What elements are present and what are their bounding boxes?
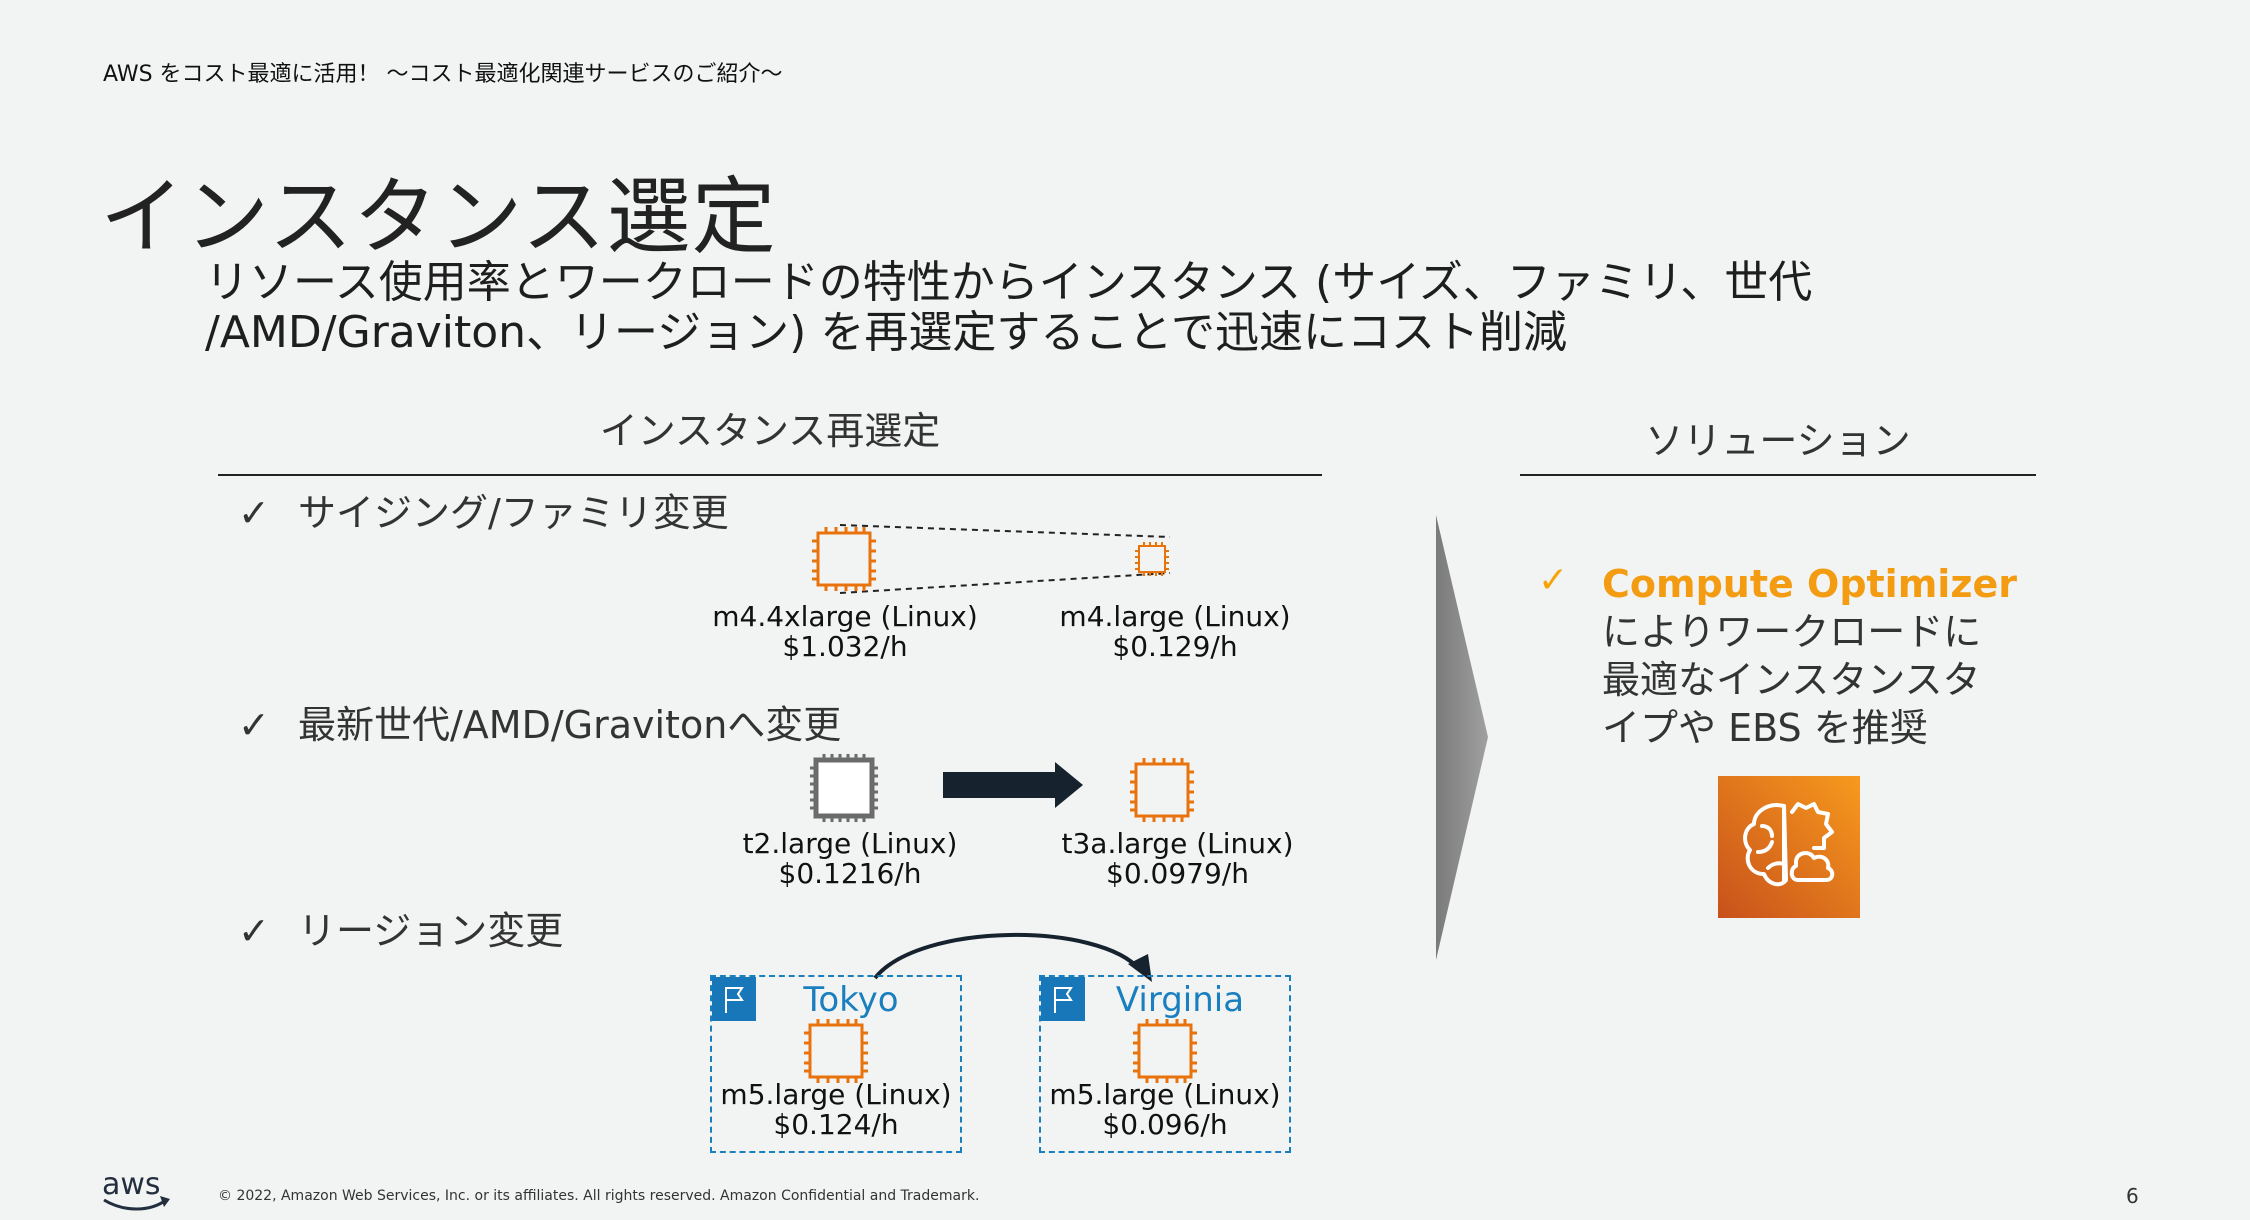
check-item-generation: ✓ 最新世代/AMD/Gravitonへ変更 <box>238 694 841 749</box>
right-section-heading: ソリューション <box>1645 419 1911 463</box>
subtitle-line-2: /AMD/Graviton、リージョン) を再選定することで迅速にコスト削減 <box>205 307 1568 358</box>
instance-name: m4.large (Linux) <box>1059 600 1291 633</box>
instance-name: m5.large (Linux) <box>720 1078 952 1111</box>
solution-line: イプや EBS を推奨 <box>1602 706 1928 750</box>
chip-icon-large <box>812 527 876 591</box>
aws-logo-text: aws <box>102 1167 161 1202</box>
slide-header: AWS をコスト最適に活用！ ～コスト最適化関連サービスのご紹介～ <box>103 62 783 87</box>
solution-check-icon: ✓ <box>1538 560 1569 601</box>
compute-optimizer-icon <box>1718 776 1860 918</box>
region-box-tokyo: Tokyo m5.large (Linux) $0.124/h <box>710 975 962 1153</box>
check-item-sizing: ✓ サイジング/ファミリ変更 <box>238 482 729 537</box>
arrow-right-icon <box>943 762 1083 808</box>
instance-price: $0.096/h <box>1102 1108 1228 1141</box>
slide-subtitle: リソース使用率とワークロードの特性からインスタンス (サイズ、ファミリ、世代 /… <box>205 258 1812 358</box>
instance-name: m5.large (Linux) <box>1049 1078 1281 1111</box>
region-flag-icon <box>712 977 756 1021</box>
right-section-rule <box>1520 474 2036 476</box>
left-section-heading: インスタンス再選定 <box>599 409 941 453</box>
aws-logo: aws <box>102 1167 170 1211</box>
instance-price: $0.124/h <box>773 1108 899 1141</box>
region-box-virginia: Virginia m5.large (Linux) $0.096/h <box>1039 975 1291 1153</box>
region-name: Virginia <box>1115 980 1245 1020</box>
instance-name: t2.large (Linux) <box>742 827 958 860</box>
chip-icon-new-gen <box>1130 758 1194 822</box>
check-icon: ✓ <box>238 703 270 747</box>
subtitle-line-1: リソース使用率とワークロードの特性からインスタンス (サイズ、ファミリ、世代 <box>205 257 1813 308</box>
sizing-diagram <box>812 524 1171 594</box>
chip-icon-old-gen <box>810 754 878 822</box>
chip-icon-virginia <box>1133 1019 1197 1083</box>
solution-line: によりワークロードに <box>1602 610 1982 654</box>
instance-name: t3a.large (Linux) <box>1061 827 1294 860</box>
check-item-label: リージョン変更 <box>298 909 564 953</box>
left-section-rule <box>218 474 1322 476</box>
check-icon: ✓ <box>238 909 270 953</box>
instance-price: $0.129/h <box>1112 630 1238 663</box>
instance-label-to-1: m4.large (Linux) $0.129/h <box>1040 602 1310 662</box>
region-flag-icon <box>1041 977 1085 1021</box>
instance-label-from-3: m5.large (Linux) $0.124/h <box>712 1080 960 1140</box>
instance-label-to-2: t3a.large (Linux) $0.0979/h <box>1045 829 1310 889</box>
instance-label-to-3: m5.large (Linux) $0.096/h <box>1041 1080 1289 1140</box>
solution-line: 最適なインスタンスタ <box>1602 658 1981 702</box>
instance-name: m4.4xlarge (Linux) <box>712 600 978 633</box>
instance-label-from-2: t2.large (Linux) $0.1216/h <box>720 829 980 889</box>
copyright-text: © 2022, Amazon Web Services, Inc. or its… <box>218 1188 980 1204</box>
slide-title: インスタンス選定 <box>100 168 777 266</box>
instance-price: $0.1216/h <box>778 857 922 890</box>
check-item-region: ✓ リージョン変更 <box>238 900 563 955</box>
solution-text: Compute Optimizer によりワークロードに 最適なインスタンスタ … <box>1602 560 2042 752</box>
generation-diagram <box>810 754 1194 822</box>
region-name: Tokyo <box>803 980 899 1020</box>
instance-label-from-1: m4.4xlarge (Linux) $1.032/h <box>700 602 990 662</box>
chevron-right-icon <box>1436 515 1488 960</box>
page-number: 6 <box>2126 1184 2139 1208</box>
check-icon: ✓ <box>238 491 270 535</box>
check-item-label: サイジング/ファミリ変更 <box>298 491 729 535</box>
chip-icon-small <box>1135 542 1169 576</box>
instance-price: $1.032/h <box>782 630 908 663</box>
solution-highlight: Compute Optimizer <box>1602 562 2017 606</box>
instance-price: $0.0979/h <box>1106 857 1249 890</box>
chip-icon-tokyo <box>804 1019 868 1083</box>
check-item-label: 最新世代/AMD/Gravitonへ変更 <box>298 703 842 747</box>
